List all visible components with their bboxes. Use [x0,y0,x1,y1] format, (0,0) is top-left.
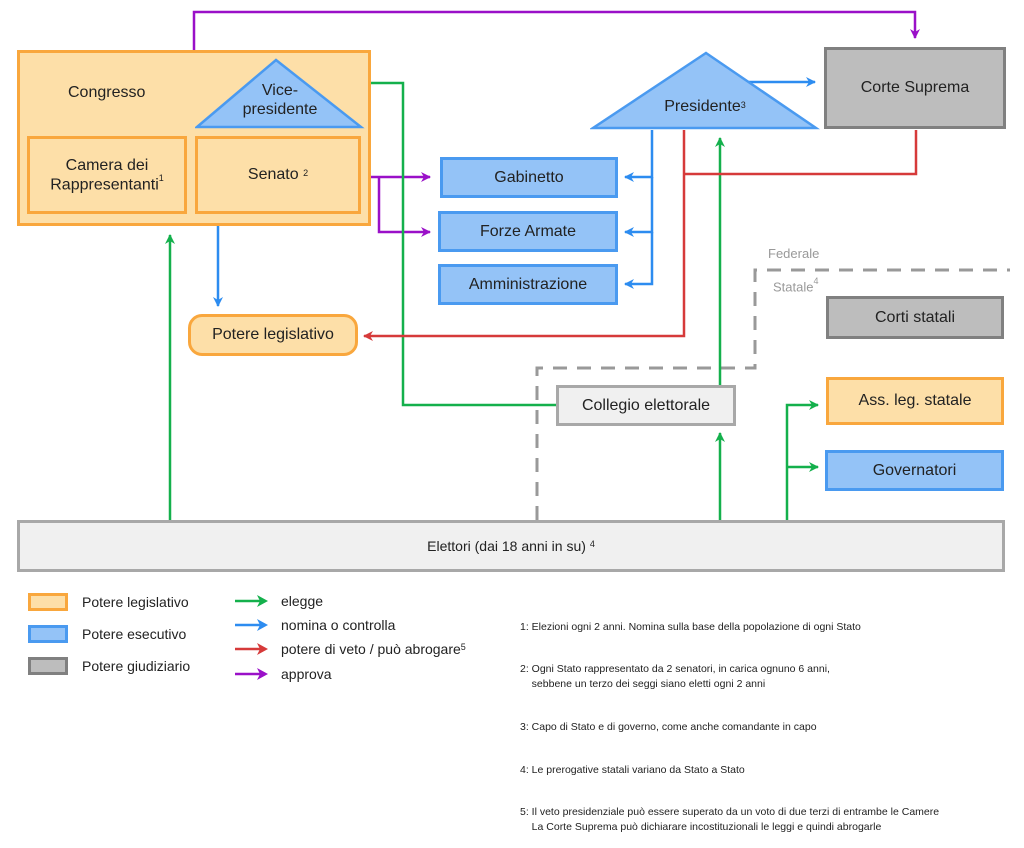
amministrazione-box[interactable]: Amministrazione [438,264,618,305]
statale-label: Statale4 [773,276,819,295]
arrow-elegge-ass [785,400,819,520]
presidente-triangle[interactable] [590,50,820,132]
federale-label: Federale [768,246,820,261]
footnote-2: 2: Ogni Stato rappresentato da 2 senator… [520,663,830,690]
legend-esecutivo: Potere esecutivo [28,625,186,643]
arrow-veto-legislativo [363,130,686,341]
footnote-1: 1: Elezioni ogni 2 anni. Nomina sulla ba… [520,620,861,633]
corti-statali-box[interactable]: Corti statali [826,296,1004,339]
legend-nomina: nomina o controlla [235,617,395,633]
arrow-veto-corte [684,130,918,176]
legend-swatch-legislativo [28,593,68,611]
blue-arrow-icon [235,619,268,631]
elettori-box[interactable]: Elettori (dai 18 anni in su) 4 [17,520,1005,572]
corte-suprema-box[interactable]: Corte Suprema [824,47,1006,129]
legend-giudiziario: Potere giudiziario [28,657,190,675]
legend-swatch-giudiziario [28,657,68,675]
legend-legislativo: Potere legislativo [28,593,189,611]
footnote-3: 3: Capo di Stato e di governo, come anch… [520,720,817,733]
footnotes: 1: Elezioni ogni 2 anni. Nomina sulla ba… [520,591,939,848]
footnote-4: 4: Le prerogative statali variano da Sta… [520,763,745,776]
federal-state-border [535,268,1010,520]
vicepresidente-triangle[interactable] [195,58,365,130]
arrow-nomina-gabinetto [624,130,654,182]
red-arrow-icon [235,643,268,655]
purple-arrow-icon [235,668,268,680]
legend-swatch-esecutivo [28,625,68,643]
governatori-box[interactable]: Governatori [825,450,1004,491]
gabinetto-box[interactable]: Gabinetto [440,157,618,198]
green-arrow-icon [235,595,268,607]
senato-box[interactable]: Senato 2 [195,136,361,214]
footnote-5: 5: Il veto presidenziale può essere supe… [520,806,940,833]
legend-approva: approva [235,666,332,682]
arrow-approva-forze [377,177,431,237]
camera-rappresentanti-box[interactable]: Camera dei Rappresentanti1 [27,136,187,214]
congresso-label: Congresso [68,84,146,101]
arrow-nomina-amm [624,232,654,289]
forze-armate-box[interactable]: Forze Armate [438,211,618,252]
collegio-elettorale-box[interactable]: Collegio elettorale [556,385,736,426]
arrow-approva-corte [192,10,920,50]
vicepresidente-label: Vice- presidente [242,81,318,118]
legend-elegge: elegge [235,593,323,609]
ass-leg-statale-box[interactable]: Ass. leg. statale [826,377,1004,425]
potere-legislativo-box[interactable]: Potere legislativo [188,314,358,356]
arrow-nomina-forze [624,177,654,237]
